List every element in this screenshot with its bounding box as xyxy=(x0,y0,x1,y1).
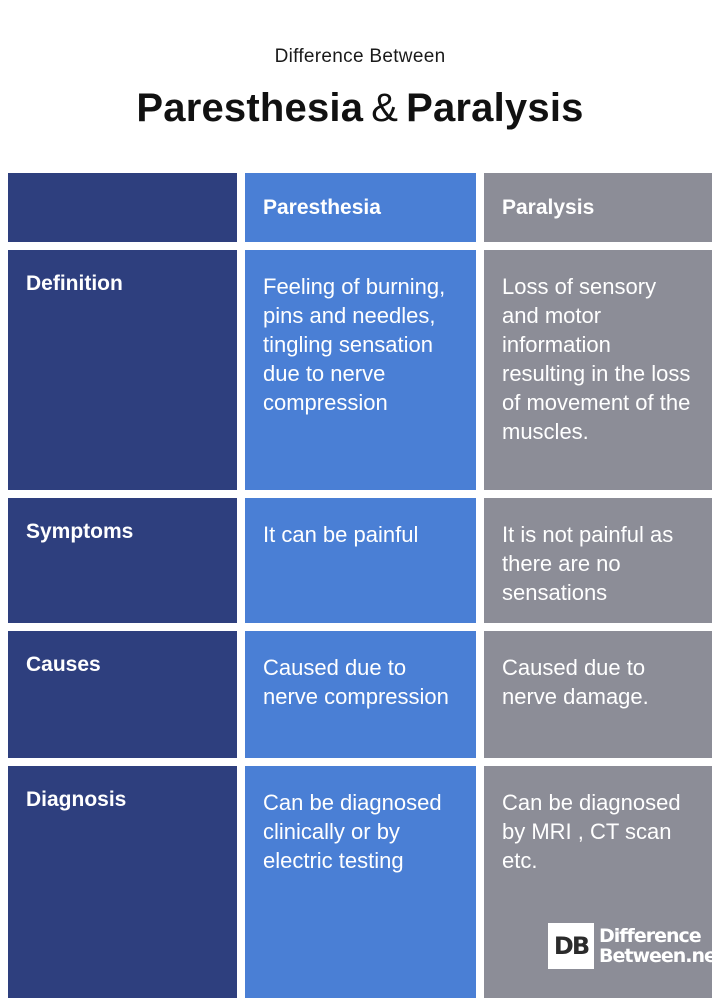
cell-paralysis-symptoms: It is not painful as there are no sensat… xyxy=(484,498,712,623)
db-logo-mark: DB xyxy=(548,923,594,969)
title-ampersand: & xyxy=(371,86,399,130)
header-cell-empty xyxy=(8,173,237,242)
cell-paresthesia-diagnosis: Can be diagnosed clinically or by electr… xyxy=(245,766,476,998)
header-cell-paresthesia: Paresthesia xyxy=(245,173,476,242)
logo-line-2: Between.net xyxy=(599,945,720,967)
page-supertitle: Difference Between xyxy=(274,46,446,67)
cell-paralysis-definition: Loss of sensory and motor information re… xyxy=(484,250,712,490)
row-label-diagnosis: Diagnosis xyxy=(8,766,237,998)
cell-paresthesia-causes: Caused due to nerve compression xyxy=(245,631,476,758)
cell-paresthesia-definition: Feeling of burning, pins and needles, ti… xyxy=(245,250,476,490)
title-right: Paralysis xyxy=(406,86,584,130)
logo-line-1: Difference xyxy=(599,925,702,947)
header-cell-paralysis: Paralysis xyxy=(484,173,712,242)
site-logo: DB Difference Between.net xyxy=(548,921,720,971)
page-title: Paresthesia&Paralysis xyxy=(0,86,720,131)
row-label-symptoms: Symptoms xyxy=(8,498,237,623)
cell-paralysis-causes: Caused due to nerve damage. xyxy=(484,631,712,758)
row-label-causes: Causes xyxy=(8,631,237,758)
cell-paralysis-diagnosis: Can be diagnosed by MRI , CT scan etc. xyxy=(484,766,712,998)
cell-paresthesia-symptoms: It can be painful xyxy=(245,498,476,623)
title-left: Paresthesia xyxy=(136,86,364,130)
logo-wordmark: Difference Between.net xyxy=(599,926,720,966)
row-label-definition: Definition xyxy=(8,250,237,490)
